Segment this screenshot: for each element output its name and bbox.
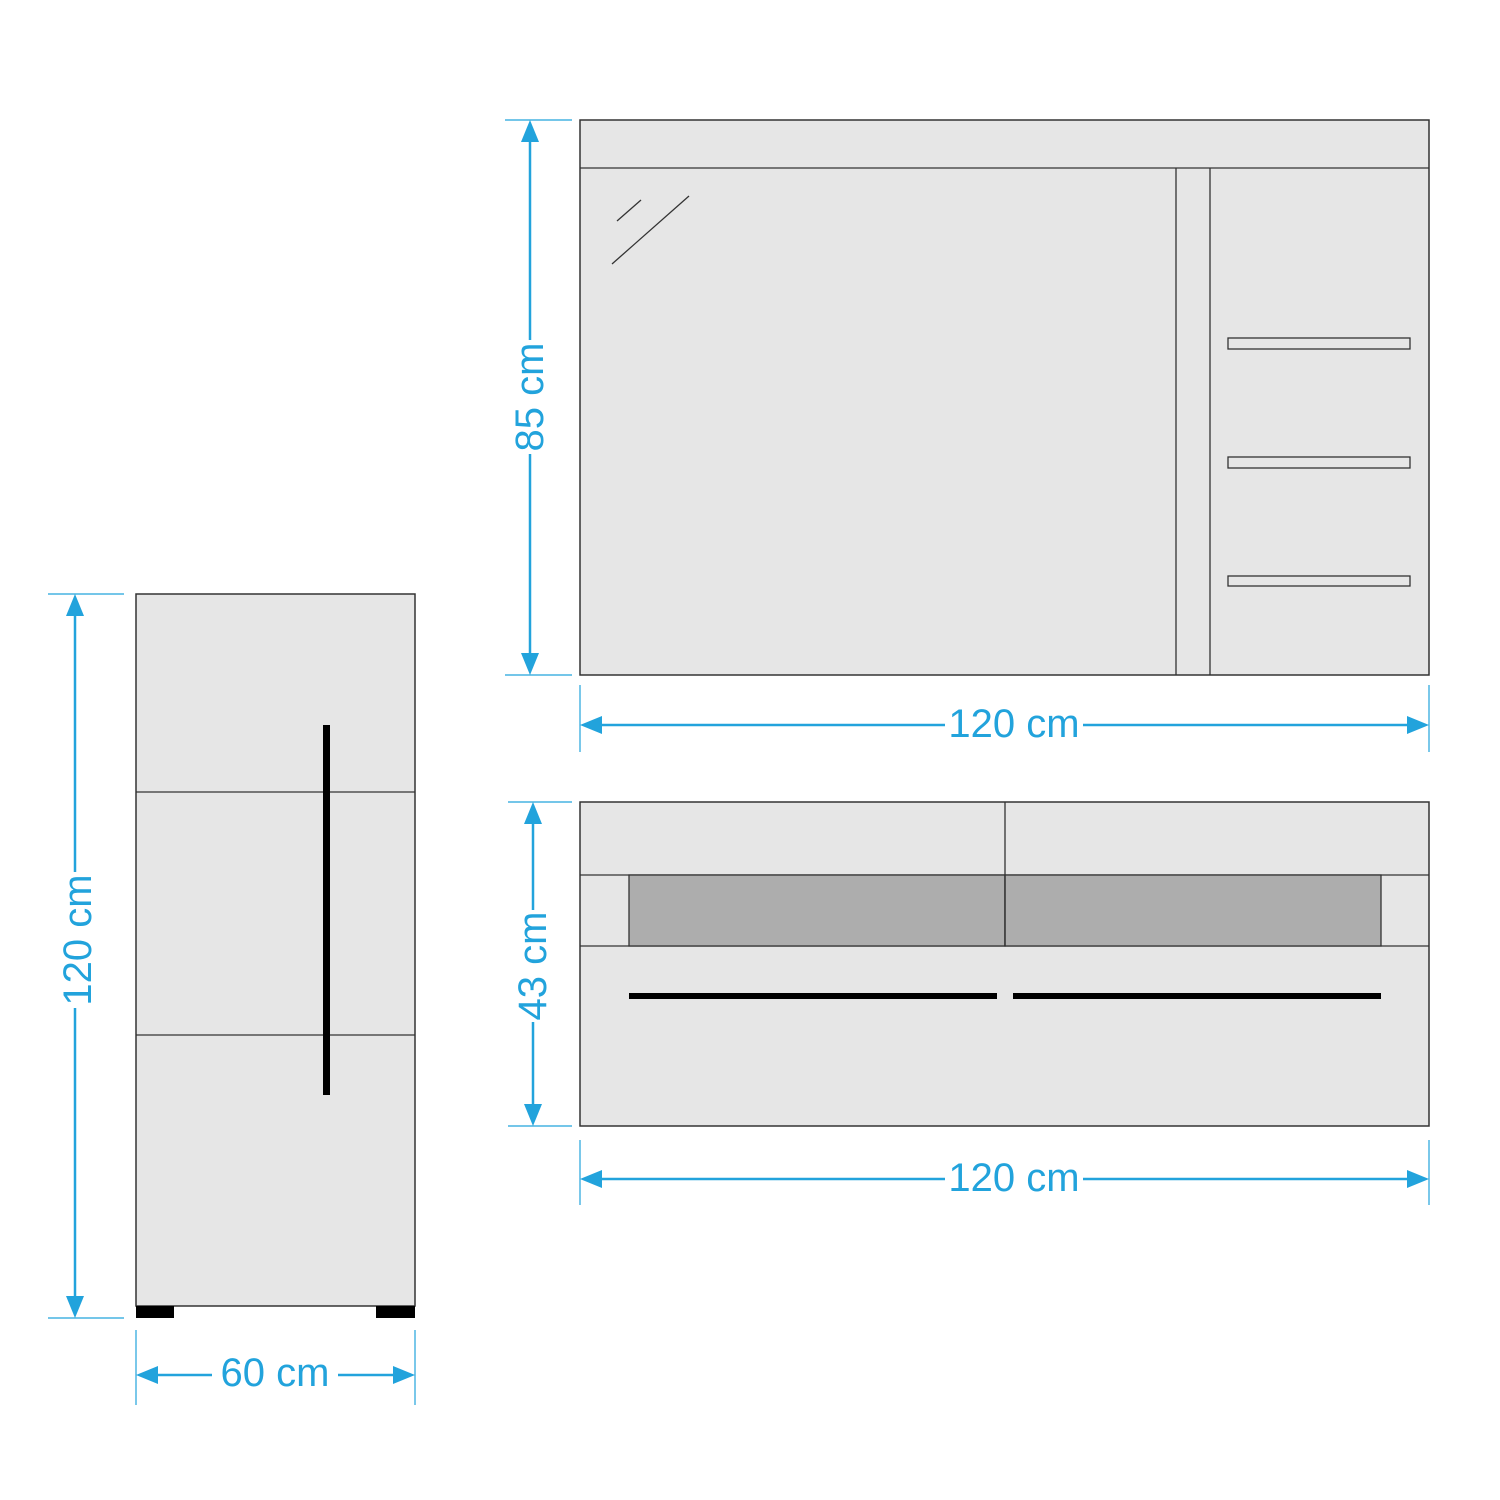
mirror-width-label: 120 cm [948,702,1079,746]
lowboard-height-label: 43 cm [511,912,555,1021]
lowboard-height-dimension: 43 cm [508,801,572,1127]
cabinet-height-label: 120 cm [56,874,100,1005]
tall-cabinet [135,593,416,1318]
lowboard-width-dimension: 120 cm [579,1140,1430,1205]
cabinet-foot-right [376,1306,415,1318]
lowboard-width-label: 120 cm [948,1156,1079,1200]
lowboard [579,801,1430,1127]
cabinet-handle [323,725,330,1095]
mirror-height-dimension: 85 cm [505,119,572,676]
glass-reflection [616,199,642,222]
shelf [1227,337,1411,350]
shelf [1227,575,1411,587]
cabinet-width-dimension: 60 cm [135,1330,416,1405]
cabinet-foot-left [136,1306,174,1318]
drawer-handle [629,993,997,999]
mirror-width-dimension: 120 cm [579,685,1430,752]
mirror-height-label: 85 cm [508,343,552,452]
glass-insert [1004,874,1382,947]
shelf [1227,456,1411,469]
mirror-cabinet [579,119,1430,676]
glass-insert [628,874,1006,947]
cabinet-height-dimension: 120 cm [48,593,124,1319]
cabinet-width-label: 60 cm [221,1351,330,1395]
drawer-handle [1013,993,1381,999]
